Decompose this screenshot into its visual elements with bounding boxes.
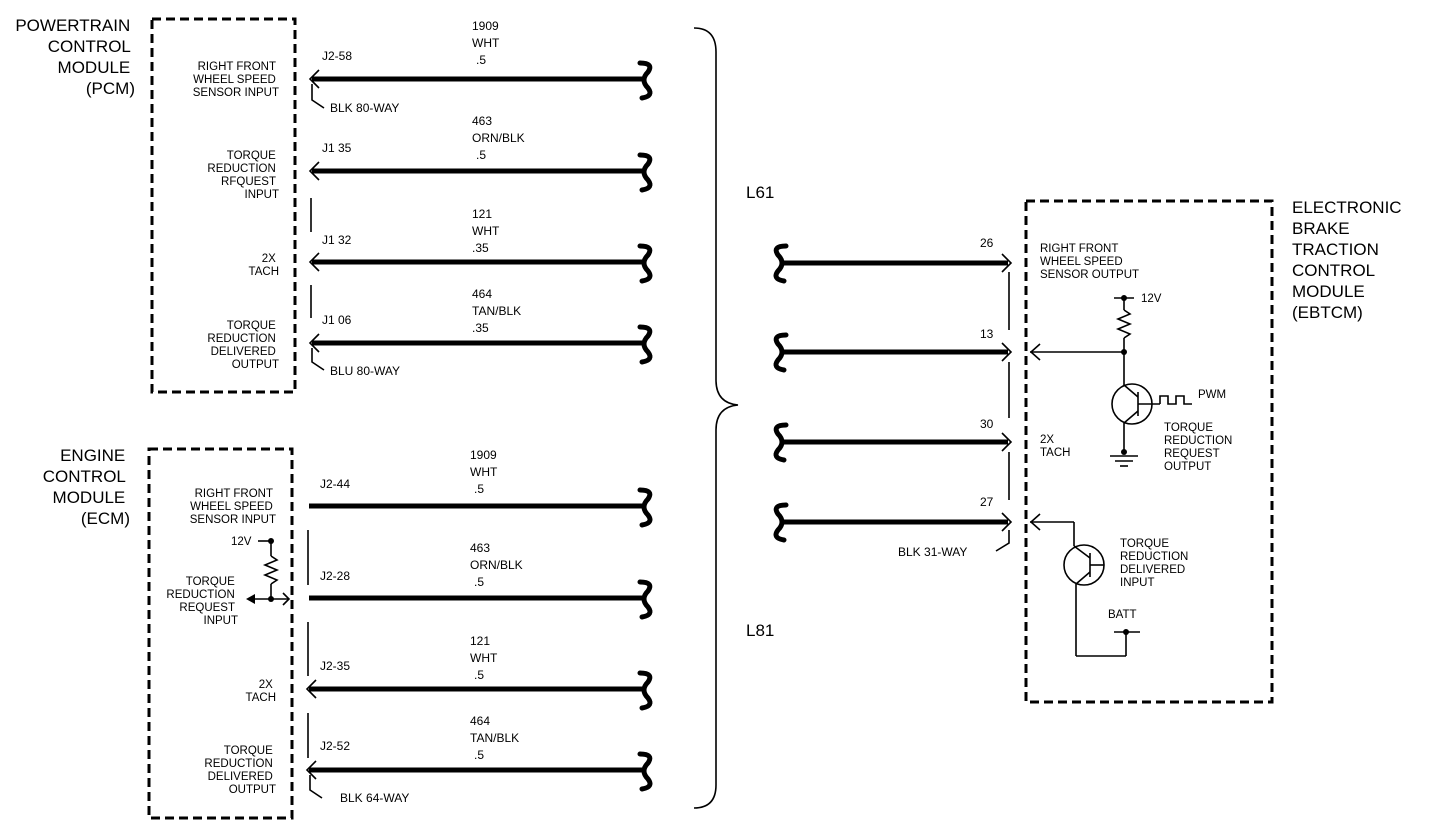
ecm-box bbox=[147, 447, 294, 820]
pcm-wires: J2-58 J1 35 J1 32 J1 06 BLK 80-WAY BLU 8… bbox=[308, 19, 653, 378]
ecm-wire-4-hook bbox=[637, 751, 653, 792]
pcm-signal-torque-delivered: TORQUE REDUCTION DELIVERED OUTPUT bbox=[207, 320, 279, 371]
ebtcm-pullup-transistor bbox=[1029, 295, 1192, 467]
option-l61: L61 bbox=[746, 183, 774, 202]
ecm-pin-2: J2-28 bbox=[320, 569, 350, 583]
ecm-title: ENGINE CONTROL MODULE (ECM) bbox=[43, 446, 130, 528]
ecm-module: ENGINE CONTROL MODULE (ECM) RIGHT FRONT … bbox=[43, 446, 294, 820]
ecm-connector-leader bbox=[309, 775, 323, 799]
pcm-title: POWERTRAIN CONTROL MODULE (PCM) bbox=[15, 16, 135, 98]
ecm-signal-tach: 2X TACH bbox=[246, 679, 276, 704]
pcm-connector-blk: BLK 80-WAY bbox=[330, 101, 399, 115]
option-l81: L81 bbox=[746, 621, 774, 640]
ecm-wires: J2-44 J2-28 J2-35 J2-52 BLK 64-WAY 1909 … bbox=[305, 448, 653, 805]
ecm-pin-3: J2-35 bbox=[320, 659, 350, 673]
pcm-wire-2-terminal bbox=[308, 161, 320, 181]
option-brace: L61 L81 bbox=[693, 27, 774, 809]
ebtcm-pin-13: 13 bbox=[980, 327, 994, 341]
pcm-signal-torque-request: TORQUE REDUCTION RFQUEST INPUT bbox=[207, 150, 279, 201]
ecm-wire-1-label: 1909 WHT .5 bbox=[470, 448, 500, 496]
ecm-supply-label: 12V bbox=[231, 536, 252, 548]
ebtcm-wire-1-terminal bbox=[1001, 253, 1013, 273]
ebtcm-wires: 26 13 30 27 BLK 31-WAY bbox=[773, 236, 1013, 559]
pcm-signal-rf-wheel-speed: RIGHT FRONT WHEEL SPEED SENSOR INPUT bbox=[193, 61, 279, 99]
ecm-signal-rf-wheel-speed: RIGHT FRONT WHEEL SPEED SENSOR INPUT bbox=[190, 488, 276, 526]
ebtcm-pwm-label: PWM bbox=[1198, 389, 1226, 401]
ecm-wire-3-hook bbox=[637, 670, 653, 711]
pcm-wire-1-label: 1909 WHT .5 bbox=[472, 19, 502, 67]
ecm-pin-1: J2-44 bbox=[320, 477, 350, 491]
ecm-wire-2-label: 463 ORN/BLK .5 bbox=[470, 541, 526, 589]
pcm-wire-3-label: 121 WHT .35 bbox=[472, 207, 502, 255]
ebtcm-pin-27: 27 bbox=[980, 495, 994, 509]
ebtcm-wire-3-terminal bbox=[1001, 432, 1013, 452]
ebtcm-request-output-label: TORQUE REDUCTION REQUEST OUTPUT bbox=[1164, 422, 1236, 473]
ecm-signal-torque-request: TORQUE REDUCTION REQUEST INPUT bbox=[166, 576, 238, 627]
ebtcm-wire-2-terminal bbox=[1001, 342, 1013, 362]
ecm-wire-4-label: 464 TAN/BLK .5 bbox=[470, 714, 522, 762]
ecm-connector-label: BLK 64-WAY bbox=[340, 791, 409, 805]
ebtcm-pin-30: 30 bbox=[980, 417, 994, 431]
pcm-wire-3-hook bbox=[637, 243, 653, 284]
pcm-wire-4-label: 464 TAN/BLK .35 bbox=[472, 287, 524, 335]
pcm-wire-2-hook bbox=[637, 152, 653, 193]
pcm-wire-2-label: 463 ORN/BLK .5 bbox=[472, 114, 528, 162]
ebtcm-connector-label: BLK 31-WAY bbox=[898, 545, 967, 559]
pcm-blk-connector-leader bbox=[311, 84, 325, 109]
pcm-pin-2: J1 35 bbox=[322, 141, 352, 155]
ebtcm-connector-leader bbox=[995, 530, 1010, 552]
pcm-signal-tach: 2X TACH bbox=[249, 253, 279, 278]
pcm-wire-1-hook bbox=[637, 60, 653, 101]
pcm-pin-1: J2-58 bbox=[322, 49, 352, 63]
ecm-wire-3-terminal bbox=[305, 679, 317, 699]
ebtcm-supply-label: 12V bbox=[1141, 293, 1162, 305]
pcm-wire-4-hook bbox=[637, 324, 653, 365]
ecm-pullup-resistor bbox=[246, 538, 291, 606]
pcm-wire-4-terminal bbox=[308, 333, 320, 353]
ebtcm-title: ELECTRONIC BRAKE TRACTION CONTROL MODULE… bbox=[1292, 198, 1406, 322]
pcm-wire-3-terminal bbox=[308, 252, 320, 272]
ecm-signal-torque-delivered: TORQUE REDUCTION DELIVERED OUTPUT bbox=[204, 745, 276, 796]
ecm-wire-1-hook bbox=[637, 487, 653, 528]
ecm-wire-4-terminal bbox=[305, 760, 317, 780]
pcm-pin-3: J1 32 bbox=[322, 233, 352, 247]
brace-curve bbox=[693, 27, 739, 809]
ebtcm-tach-label: 2X TACH bbox=[1040, 434, 1070, 459]
pcm-connector-blu: BLU 80-WAY bbox=[330, 364, 400, 378]
ebtcm-rf-output-label: RIGHT FRONT WHEEL SPEED SENSOR OUTPUT bbox=[1040, 243, 1139, 281]
ebtcm-module: ELECTRONIC BRAKE TRACTION CONTROL MODULE… bbox=[1024, 198, 1406, 704]
ebtcm-box bbox=[1024, 199, 1274, 704]
pcm-wire-1-terminal bbox=[308, 69, 320, 89]
ebtcm-pin-26: 26 bbox=[980, 236, 994, 250]
ecm-wire-2-hook bbox=[637, 579, 653, 620]
ebtcm-batt-label: BATT bbox=[1108, 609, 1137, 621]
ecm-pin-4: J2-52 bbox=[320, 739, 350, 753]
pcm-box bbox=[150, 17, 297, 394]
ebtcm-delivered-transistor bbox=[1029, 513, 1140, 657]
pcm-module: POWERTRAIN CONTROL MODULE (PCM) RIGHT FR… bbox=[15, 16, 297, 394]
ebtcm-wire-4-terminal bbox=[1001, 512, 1013, 532]
ebtcm-delivered-input-label: TORQUE REDUCTION DELIVERED INPUT bbox=[1120, 538, 1192, 589]
ecm-wire-3-label: 121 WHT .5 bbox=[470, 634, 500, 682]
pcm-blu-connector-leader bbox=[311, 348, 325, 371]
pcm-pin-4: J1 06 bbox=[322, 313, 352, 327]
